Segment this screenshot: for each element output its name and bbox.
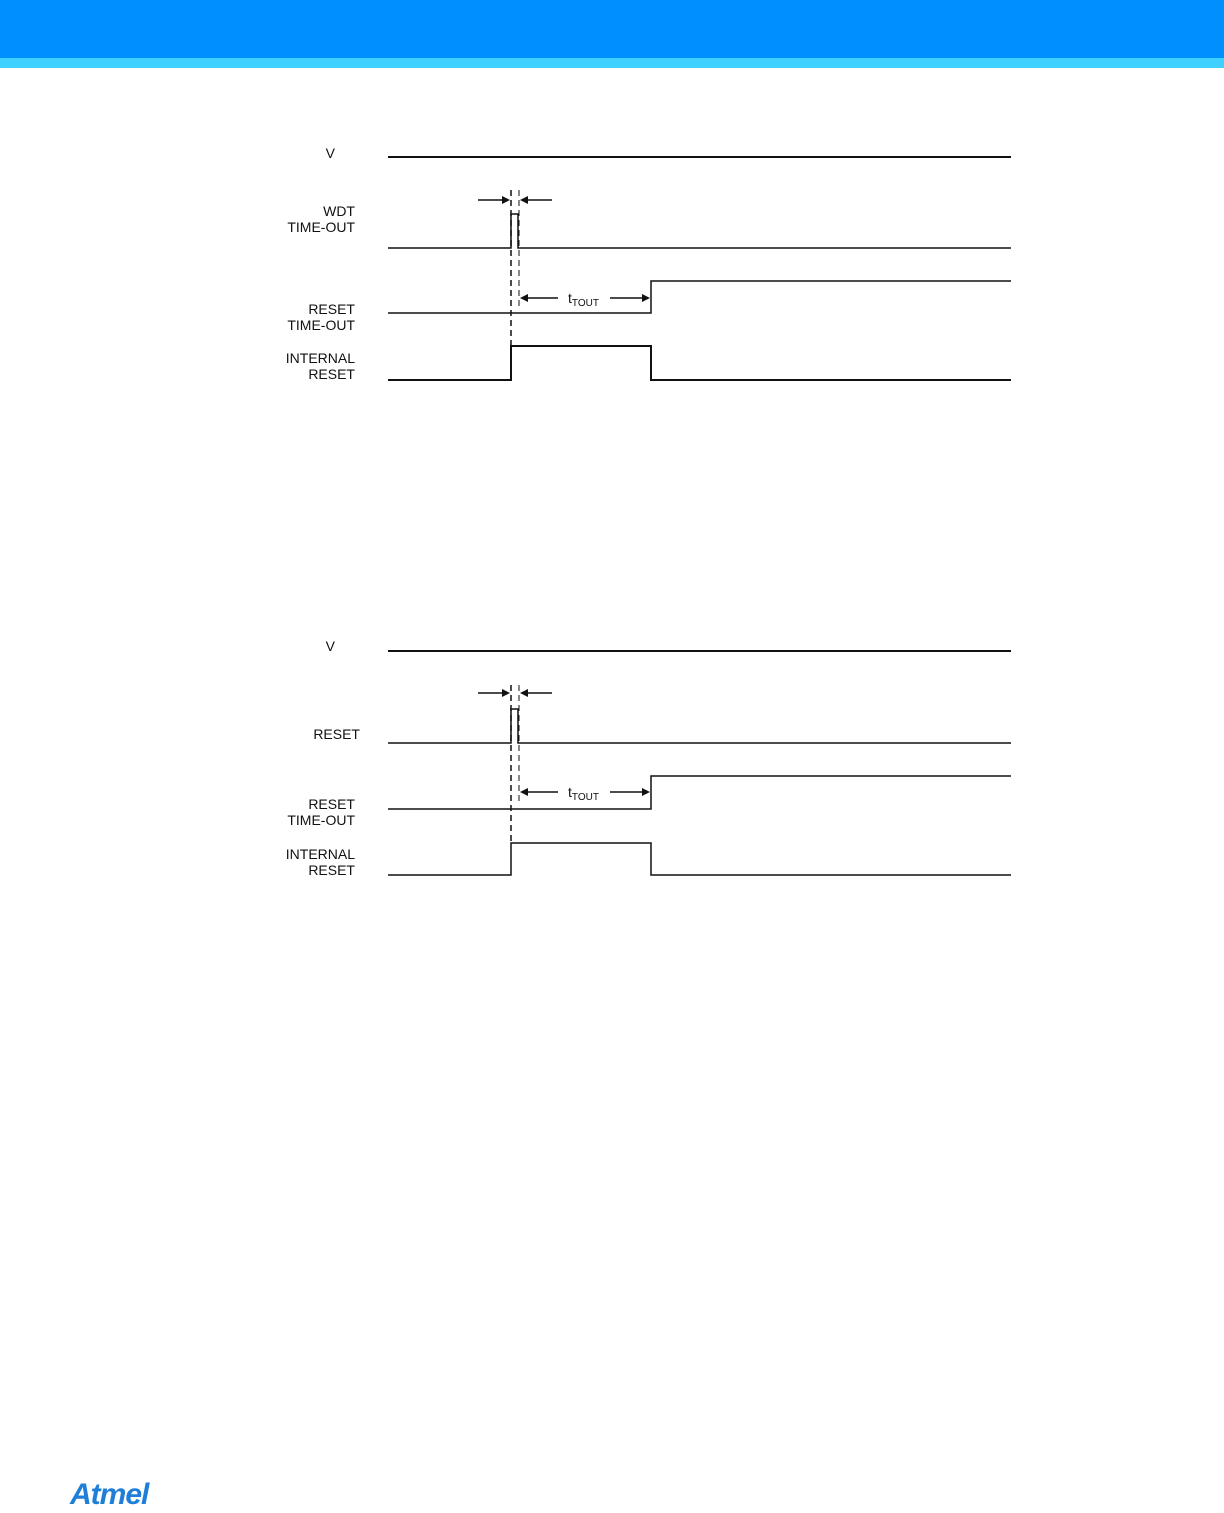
timing-diagram-svg — [388, 650, 1011, 876]
ttout-subscript: TOUT — [571, 792, 599, 803]
ttout-label: tTOUT — [564, 290, 603, 312]
pulse-width-arrowhead-left — [502, 689, 510, 697]
ttout-arrowhead-left — [520, 788, 528, 796]
wdt-timeout-waveform — [388, 213, 1011, 249]
ttout-symbol: t — [568, 784, 572, 800]
signal-label-v: V — [325, 638, 335, 654]
ttout-symbol: t — [568, 290, 572, 306]
internal-reset-waveform — [388, 345, 1011, 381]
header-bar — [0, 0, 1224, 58]
timing-diagram-svg — [388, 156, 1011, 381]
ttout-label: tTOUT — [564, 784, 603, 806]
ttout-subscript: TOUT — [571, 298, 599, 309]
internal-reset-waveform — [388, 842, 1011, 876]
pulse-width-arrowhead-right — [520, 196, 528, 204]
timing-diagram-external-reset: V RESET RESET TIME-OUT INTERNAL RESET tT… — [0, 625, 1224, 925]
signal-label-wdt-timeout: WDT TIME-OUT — [287, 203, 355, 235]
ttout-arrowhead-right — [642, 294, 650, 302]
pulse-width-arrowhead-left — [502, 196, 510, 204]
ttout-arrowhead-left — [520, 294, 528, 302]
signal-label-reset-timeout: RESET TIME-OUT — [287, 301, 355, 333]
pulse-width-arrowhead-right — [520, 689, 528, 697]
signal-label-v: V — [325, 145, 335, 161]
timing-diagram-watchdog-reset: V WDT TIME-OUT RESET TIME-OUT INTERNAL R… — [0, 130, 1224, 430]
reset-timeout-waveform — [388, 775, 1011, 810]
ttout-arrowhead-right — [642, 788, 650, 796]
header-stripe — [0, 58, 1224, 68]
signal-label-reset: RESET — [313, 726, 360, 742]
signal-label-reset-timeout: RESET TIME-OUT — [287, 796, 355, 828]
atmel-logo: Atmel — [70, 1478, 149, 1511]
signal-label-internal-reset: INTERNAL RESET — [285, 846, 355, 878]
signal-label-internal-reset: INTERNAL RESET — [285, 350, 355, 382]
reset-waveform — [388, 708, 1011, 744]
reset-timeout-waveform — [388, 280, 1011, 314]
